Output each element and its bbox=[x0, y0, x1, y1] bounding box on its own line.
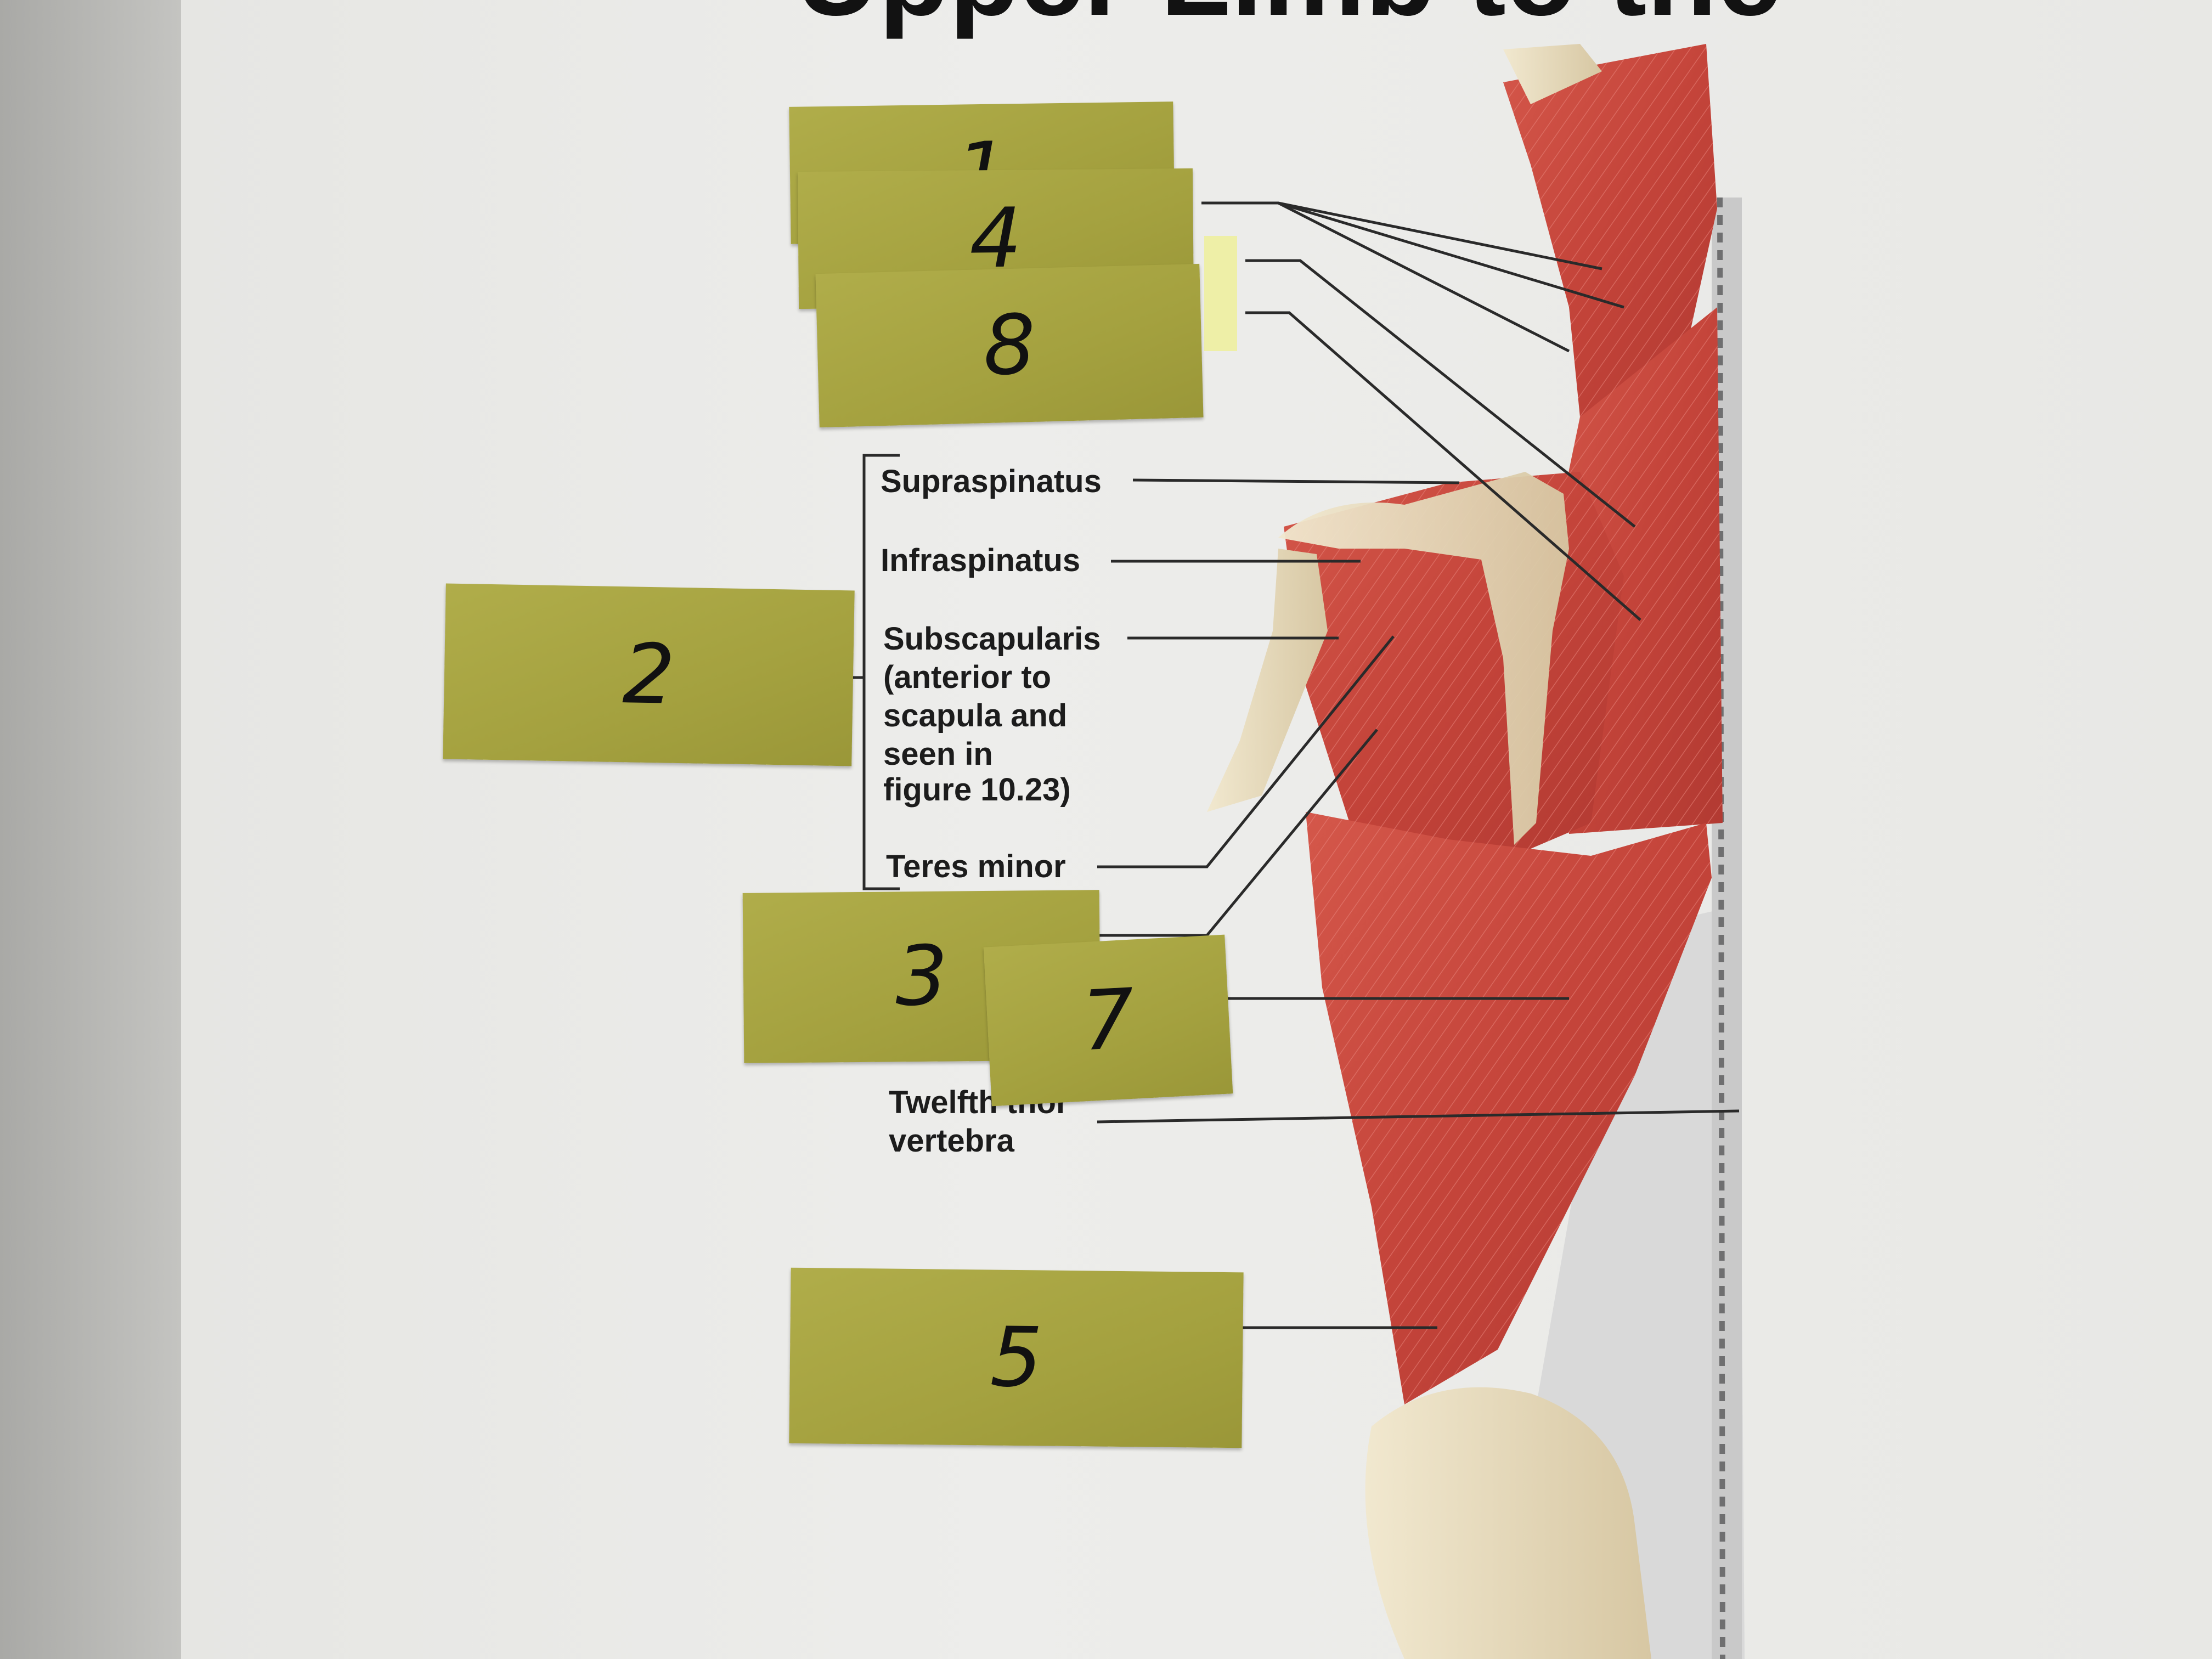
label-subscapularis-line5: figure 10.23) bbox=[883, 772, 1071, 808]
note-number-2: 2 bbox=[622, 627, 676, 723]
label-subscapularis-line4: seen in bbox=[883, 736, 993, 772]
label-subscapularis-line2: (anterior to bbox=[883, 659, 1052, 695]
label-infraspinatus: Infraspinatus bbox=[881, 543, 1081, 578]
monitor-bezel-shadow bbox=[0, 0, 181, 1659]
note-number-8: 8 bbox=[982, 297, 1037, 394]
note-number-4: 4 bbox=[969, 190, 1023, 287]
leader-twelfth bbox=[1097, 1109, 1740, 1124]
highlight-mark bbox=[1204, 236, 1237, 351]
neck-bone bbox=[1503, 44, 1602, 104]
note-number-7: 7 bbox=[1079, 971, 1137, 1070]
leader-midnote2 bbox=[1245, 311, 1641, 621]
label-subscapularis-line3: scapula and bbox=[883, 698, 1068, 733]
label-vertebra: vertebra bbox=[889, 1123, 1014, 1159]
page-title: Upper Limb to the bbox=[795, 0, 1781, 33]
sticky-note-7: 7 bbox=[983, 934, 1233, 1107]
spine-edge bbox=[1717, 197, 1725, 1659]
scapular-spine bbox=[1278, 472, 1569, 845]
label-teres-minor: Teres minor bbox=[886, 849, 1066, 884]
humerus bbox=[1207, 549, 1328, 812]
iliac-crest bbox=[1365, 1387, 1651, 1659]
note-number-5: 5 bbox=[989, 1310, 1043, 1406]
label-subscapularis: Subscapularis bbox=[883, 621, 1101, 657]
sticky-note-5: 5 bbox=[789, 1267, 1244, 1448]
rotator-cuff-bracket bbox=[862, 454, 900, 890]
leader-supraspinatus bbox=[1132, 478, 1460, 484]
sticky-note-2: 2 bbox=[443, 583, 855, 766]
leader-midnote1 bbox=[1245, 259, 1636, 528]
leader-note4 bbox=[1201, 201, 1602, 270]
label-supraspinatus: Supraspinatus bbox=[881, 464, 1102, 499]
sticky-note-8: 8 bbox=[815, 263, 1204, 428]
note-number-3: 3 bbox=[895, 928, 949, 1025]
leader-teres-minor bbox=[1097, 635, 1395, 868]
